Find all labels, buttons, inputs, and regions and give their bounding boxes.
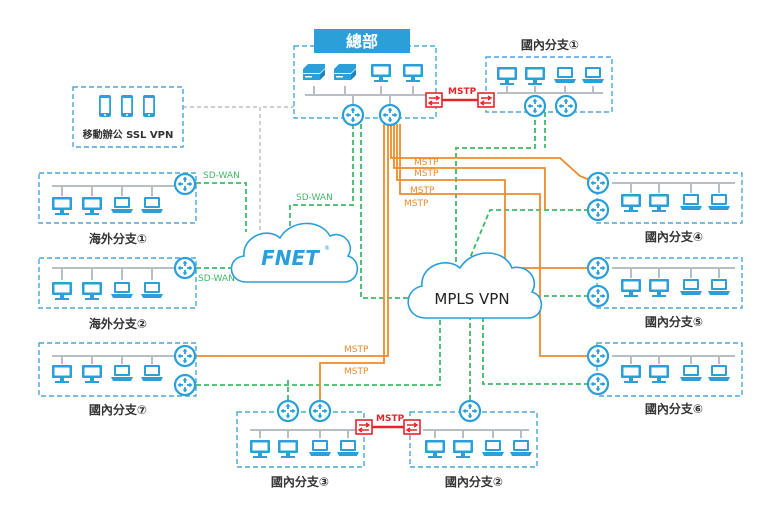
site-b4: 國內分支④: [586, 171, 743, 244]
laptop-icon: [111, 282, 133, 298]
laptop-icon: [337, 440, 359, 456]
link-mpls-b7: [196, 318, 441, 386]
router-icon: [173, 373, 197, 397]
link-mstp-b7: [196, 124, 389, 357]
laptop-icon: [111, 365, 133, 381]
mstp-label-2: MSTP: [414, 169, 439, 179]
hq-title: 總部: [346, 32, 378, 51]
sdwan-label-o2: SD-WAN: [198, 274, 235, 284]
mstp-label-4: MSTP: [404, 199, 429, 209]
mpls-label: MPLS VPN: [434, 290, 509, 308]
router-icon: [308, 399, 332, 423]
site-label-b5: 國內分支⑤: [645, 314, 703, 329]
router-icon: [341, 103, 365, 127]
mstp-label-3: MSTP: [410, 186, 435, 196]
site-b2: 國內分支②: [403, 399, 538, 489]
mstp-label-b7: MSTP: [344, 345, 369, 355]
sdwan-label-hq: SD-WAN: [296, 193, 333, 203]
link-mpls-b1: [455, 112, 536, 262]
site-label-b4: 國內分支④: [645, 229, 703, 244]
site-label-b1: 國內分支①: [521, 37, 579, 52]
laptop-icon: [582, 67, 604, 83]
laptop-icon: [111, 197, 133, 213]
site-b5: 國內分支⑤: [586, 256, 743, 329]
fnet-registered-mark: ®: [324, 245, 330, 252]
site-label-o1: 海外分支①: [89, 231, 147, 246]
router-icon: [586, 198, 610, 222]
mobile-office: 移動辦公 SSL VPN: [72, 86, 184, 148]
laptop-icon: [309, 440, 331, 456]
phone-icon: [143, 95, 155, 117]
site-b7: 國內分支⑦: [38, 342, 197, 417]
router-icon: [586, 284, 610, 308]
fnet-cloud: FNET ®: [230, 222, 359, 283]
links-layer: [183, 98, 598, 429]
link-mobile-cloud: [183, 106, 261, 232]
firewall-icon: [477, 92, 495, 108]
hq-site: 總部: [293, 29, 443, 127]
link-mpls-b6: [482, 318, 597, 385]
link-mstp-b4: [393, 124, 546, 210]
laptop-icon: [680, 279, 702, 295]
laptop-icon: [680, 365, 702, 381]
mstp-label-b3-b2: MSTP: [376, 414, 405, 424]
laptop-icon: [554, 67, 576, 83]
site-label-o2: 海外分支②: [89, 316, 147, 331]
router-icon: [523, 94, 547, 118]
mstp-label-1: MSTP: [414, 158, 439, 168]
laptop-icon: [708, 365, 730, 381]
link-sdwan-o1: [196, 182, 247, 232]
laptop-icon: [680, 194, 702, 210]
router-icon: [586, 344, 610, 368]
phone-icon: [121, 95, 133, 117]
firewall-icon: [425, 92, 443, 108]
laptop-icon: [708, 279, 730, 295]
site-o2: 海外分支②: [38, 256, 197, 331]
mpls-cloud: MPLS VPN: [407, 252, 543, 319]
router-icon: [586, 256, 610, 280]
link-mstp-b1: [390, 124, 598, 184]
laptop-icon: [141, 365, 163, 381]
link-mstp-b3: [319, 124, 385, 400]
cloud-icon: [230, 222, 359, 283]
site-label-b6: 國內分支⑥: [645, 401, 703, 416]
link-mstp-b5: [396, 124, 597, 269]
router-icon: [554, 94, 578, 118]
router-icon: [173, 172, 197, 196]
site-o1: 海外分支①: [38, 172, 197, 246]
firewall-icon: [355, 419, 373, 435]
laptop-icon: [510, 440, 532, 456]
laptop-icon: [141, 197, 163, 213]
laptop-icon: [482, 440, 504, 456]
fnet-logo: FNET: [261, 246, 320, 270]
hq-title-banner: [314, 29, 410, 53]
firewall-icon: [403, 419, 421, 435]
laptop-icon: [708, 194, 730, 210]
laptop-icon: [141, 282, 163, 298]
mstp-label-hq-b1: MSTP: [448, 87, 477, 97]
router-icon: [276, 399, 300, 423]
mstp-label-b3: MSTP: [344, 367, 369, 377]
link-mpls-hq: [360, 124, 418, 299]
link-mstp-b6: [399, 124, 597, 357]
link-sdwan-hq: [289, 124, 354, 232]
router-icon: [173, 256, 197, 280]
mobile-label: 移動辦公 SSL VPN: [83, 128, 174, 141]
phone-icon: [99, 95, 111, 117]
site-b3: 國內分支③: [236, 399, 373, 489]
router-icon: [586, 372, 610, 396]
router-icon: [378, 103, 402, 127]
link-mpls-b4: [469, 209, 597, 259]
router-icon: [586, 171, 610, 195]
router-icon: [458, 399, 482, 423]
site-label-b2: 國內分支②: [445, 474, 503, 489]
sdwan-label-o1: SD-WAN: [203, 171, 240, 181]
site-b1: 國內分支①: [477, 37, 613, 118]
router-icon: [173, 344, 197, 368]
site-b6: 國內分支⑥: [586, 342, 743, 416]
site-label-b7: 國內分支⑦: [89, 402, 147, 417]
site-label-b3: 國內分支③: [271, 474, 329, 489]
cloud-icon: [407, 252, 543, 319]
